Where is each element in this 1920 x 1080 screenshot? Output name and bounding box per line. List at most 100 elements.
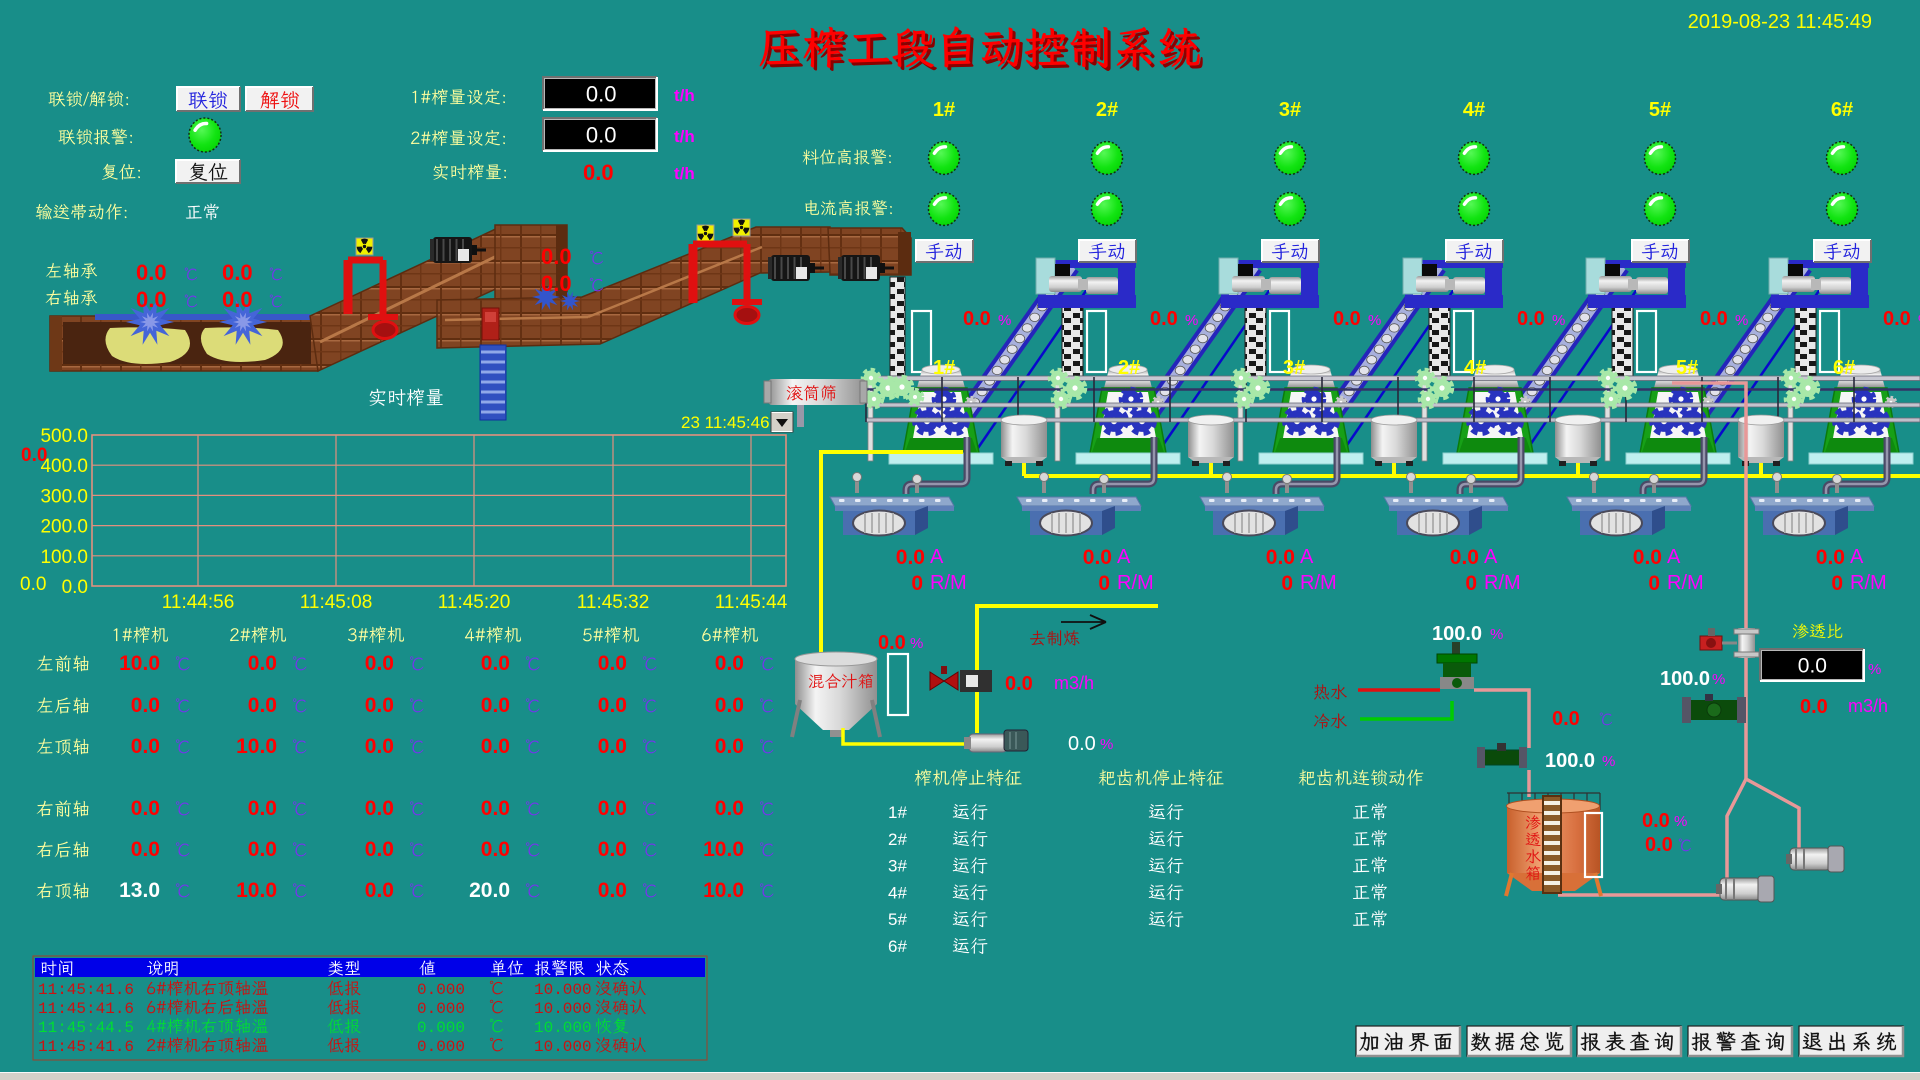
svg-text:0.0: 0.0 <box>131 735 160 758</box>
svg-text:%: % <box>1712 671 1725 688</box>
svg-text:3#: 3# <box>1283 357 1305 379</box>
svg-text:10.0: 10.0 <box>703 879 744 902</box>
svg-text:0.0: 0.0 <box>136 260 167 285</box>
svg-text:500.0: 500.0 <box>40 426 88 447</box>
svg-text:1#: 1# <box>933 99 955 121</box>
svg-text:0.0: 0.0 <box>365 879 394 902</box>
svg-text:R/M: R/M <box>1667 572 1704 594</box>
svg-text:11:45:44: 11:45:44 <box>715 592 788 613</box>
svg-text:0.0: 0.0 <box>598 879 627 902</box>
svg-text:0.0: 0.0 <box>131 797 160 820</box>
svg-text:0.0: 0.0 <box>222 260 253 285</box>
svg-text:0.0: 0.0 <box>715 694 744 717</box>
svg-text:0: 0 <box>1098 572 1110 595</box>
svg-text:0.000: 0.000 <box>417 1000 465 1018</box>
svg-text:11:45:20: 11:45:20 <box>438 592 511 613</box>
svg-text:0.0: 0.0 <box>1266 546 1295 569</box>
svg-text:0.0: 0.0 <box>1552 708 1580 730</box>
svg-text:4#: 4# <box>1463 99 1485 121</box>
svg-text:0.0: 0.0 <box>481 797 510 820</box>
svg-text:%: % <box>1185 312 1198 329</box>
svg-text:R/M: R/M <box>1850 572 1887 594</box>
svg-text:0.0: 0.0 <box>365 694 394 717</box>
svg-text:13.0: 13.0 <box>119 879 160 902</box>
svg-text:0.0: 0.0 <box>1883 308 1911 330</box>
svg-text:11:45:41.6: 11:45:41.6 <box>38 981 134 999</box>
svg-text:0.0: 0.0 <box>1816 546 1845 569</box>
svg-text:A: A <box>1117 546 1131 568</box>
svg-text:t/h: t/h <box>674 164 695 183</box>
svg-text:0: 0 <box>1831 572 1843 595</box>
svg-text:0.0: 0.0 <box>1083 546 1112 569</box>
svg-text:0.0: 0.0 <box>365 652 394 675</box>
svg-text:4#: 4# <box>888 883 907 902</box>
svg-text:1#: 1# <box>933 357 955 379</box>
svg-text:20.0: 20.0 <box>469 879 510 902</box>
svg-text:A: A <box>1667 546 1681 568</box>
svg-text:%: % <box>1918 312 1920 329</box>
svg-text:10.0: 10.0 <box>119 652 160 675</box>
svg-text:0.0: 0.0 <box>1150 308 1178 330</box>
svg-text:11:45:32: 11:45:32 <box>577 592 650 613</box>
svg-text:1#: 1# <box>888 803 907 822</box>
svg-text:0.0: 0.0 <box>481 652 510 675</box>
svg-text:0.0: 0.0 <box>131 838 160 861</box>
svg-text:11:45:44.5: 11:45:44.5 <box>38 1019 134 1037</box>
svg-text:11:44:56: 11:44:56 <box>162 592 235 613</box>
svg-text:t/h: t/h <box>674 86 695 105</box>
svg-text:0.0: 0.0 <box>963 308 991 330</box>
svg-text:2#: 2# <box>888 830 907 849</box>
svg-text:0.0: 0.0 <box>1517 308 1545 330</box>
svg-text:4#: 4# <box>1464 357 1486 379</box>
svg-text:%: % <box>1490 626 1503 643</box>
svg-text:0.0: 0.0 <box>598 735 627 758</box>
svg-text:0.0: 0.0 <box>598 838 627 861</box>
svg-text:A: A <box>930 546 944 568</box>
svg-text:0.0: 0.0 <box>248 838 277 861</box>
svg-text:10.000: 10.000 <box>534 1000 592 1018</box>
svg-text:6#: 6# <box>1833 357 1855 379</box>
svg-text:0.0: 0.0 <box>248 797 277 820</box>
svg-text:200.0: 200.0 <box>40 517 88 538</box>
svg-text:m3/h: m3/h <box>1848 696 1888 716</box>
svg-text:A: A <box>1484 546 1498 568</box>
svg-text:0.0: 0.0 <box>1800 696 1828 718</box>
svg-text:0.0: 0.0 <box>541 271 572 296</box>
svg-text:300.0: 300.0 <box>40 486 88 507</box>
svg-text:0.0: 0.0 <box>715 797 744 820</box>
svg-text:23 11:45:46: 23 11:45:46 <box>681 413 770 432</box>
svg-text:0.0: 0.0 <box>481 694 510 717</box>
svg-text:0.0: 0.0 <box>598 652 627 675</box>
svg-text:11:45:08: 11:45:08 <box>300 592 373 613</box>
svg-text:%: % <box>998 312 1011 329</box>
svg-text:5#: 5# <box>1676 357 1698 379</box>
svg-text:0.0: 0.0 <box>1633 546 1662 569</box>
svg-text:R/M: R/M <box>1300 572 1337 594</box>
svg-text:0.0: 0.0 <box>1068 733 1096 755</box>
svg-text:10.000: 10.000 <box>534 1038 592 1056</box>
svg-text:10.0: 10.0 <box>703 838 744 861</box>
svg-text:0: 0 <box>1648 572 1660 595</box>
svg-text:0: 0 <box>1281 572 1293 595</box>
svg-text:m3/h: m3/h <box>1054 673 1094 693</box>
svg-text:0.000: 0.000 <box>417 981 465 999</box>
svg-text:2#: 2# <box>1096 99 1118 121</box>
svg-text:0.0: 0.0 <box>583 160 614 185</box>
svg-text:6#: 6# <box>1831 99 1853 121</box>
svg-text:0.0: 0.0 <box>896 546 925 569</box>
svg-text:2#: 2# <box>1118 357 1140 379</box>
svg-text:0: 0 <box>1465 572 1477 595</box>
svg-text:0.0: 0.0 <box>1645 834 1673 856</box>
svg-text:0.0: 0.0 <box>1005 673 1033 695</box>
svg-text:11:45:41.6: 11:45:41.6 <box>38 1000 134 1018</box>
svg-text:%: % <box>1735 312 1748 329</box>
svg-text:0.0: 0.0 <box>481 838 510 861</box>
svg-text:100.0: 100.0 <box>1545 750 1595 772</box>
svg-text:2019-08-23 11:45:49: 2019-08-23 11:45:49 <box>1688 11 1872 33</box>
svg-text:0.0: 0.0 <box>1798 655 1827 678</box>
svg-text:0.0: 0.0 <box>131 694 160 717</box>
svg-text:%: % <box>1100 736 1113 753</box>
svg-text:A: A <box>1300 546 1314 568</box>
svg-text:0.0: 0.0 <box>248 694 277 717</box>
svg-text:3#: 3# <box>1279 99 1301 121</box>
